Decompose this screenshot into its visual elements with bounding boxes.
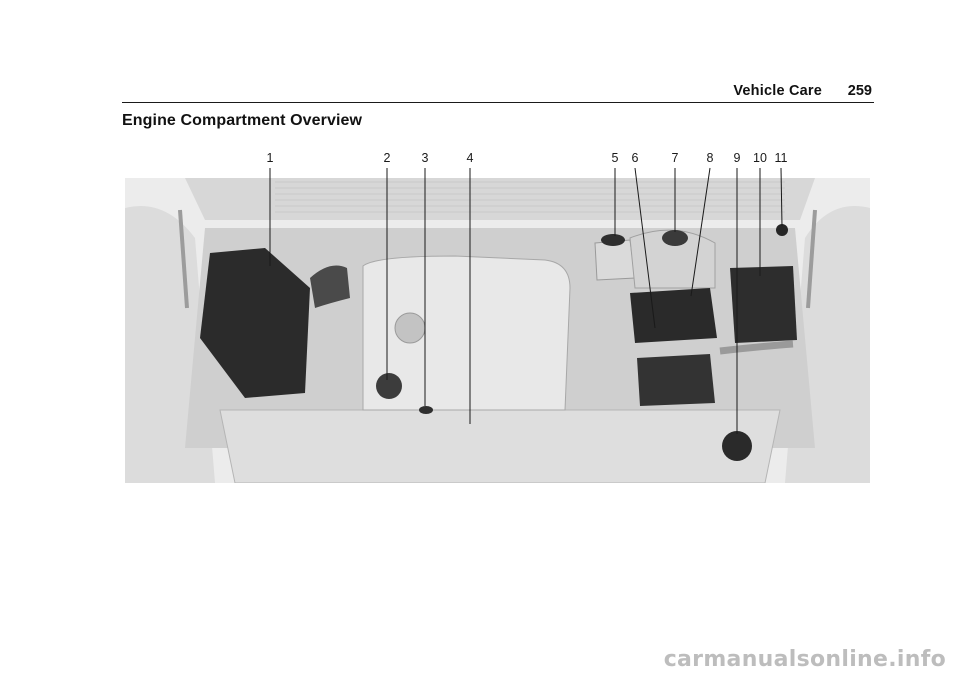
dipstick <box>419 406 433 414</box>
lower-module <box>637 354 715 406</box>
jump-start-terminal <box>776 224 788 236</box>
leader-lines <box>269 167 783 434</box>
callout-10: 10 <box>753 151 767 165</box>
hood-mesh <box>275 181 785 213</box>
callout-8: 8 <box>707 151 714 165</box>
section-title: Vehicle Care <box>733 83 822 99</box>
callout-4: 4 <box>467 151 474 165</box>
engine-illustration: 1 2 3 4 5 6 7 8 9 10 11 <box>125 151 870 483</box>
right-hood-strut <box>806 209 817 309</box>
washer-fluid-cap <box>722 431 752 461</box>
engine-compartment-figure: 1 2 3 4 5 6 7 8 9 10 11 <box>125 148 870 483</box>
coolant-cap <box>662 230 688 246</box>
callout-11: 11 <box>775 151 788 165</box>
page-title: Engine Compartment Overview <box>122 112 363 129</box>
brake-fluid-reservoir <box>594 239 636 281</box>
callout-1: 1 <box>267 151 274 165</box>
callout-5: 5 <box>612 151 619 165</box>
callout-7: 7 <box>672 151 679 165</box>
callout-2: 2 <box>384 151 391 165</box>
callout-9: 9 <box>734 151 741 165</box>
watermark: carmanualsonline.info <box>663 647 946 672</box>
brake-fluid-cap <box>601 234 625 246</box>
callout-6: 6 <box>632 151 639 165</box>
hood-underside <box>185 178 815 220</box>
left-hood-strut <box>178 209 189 309</box>
radiator-support <box>219 409 781 483</box>
engine-fuse-block <box>630 288 717 343</box>
coolant-hose <box>719 340 794 355</box>
callout-3: 3 <box>422 151 429 165</box>
engine-cover-hole <box>394 312 426 344</box>
oil-fill-cap <box>376 373 402 399</box>
page-number: 259 <box>847 83 872 99</box>
page-header: Vehicle Care 259 <box>122 82 874 103</box>
engine-cover <box>362 255 571 411</box>
battery <box>730 266 797 343</box>
air-intake-duct <box>310 265 350 308</box>
air-cleaner <box>200 248 310 398</box>
